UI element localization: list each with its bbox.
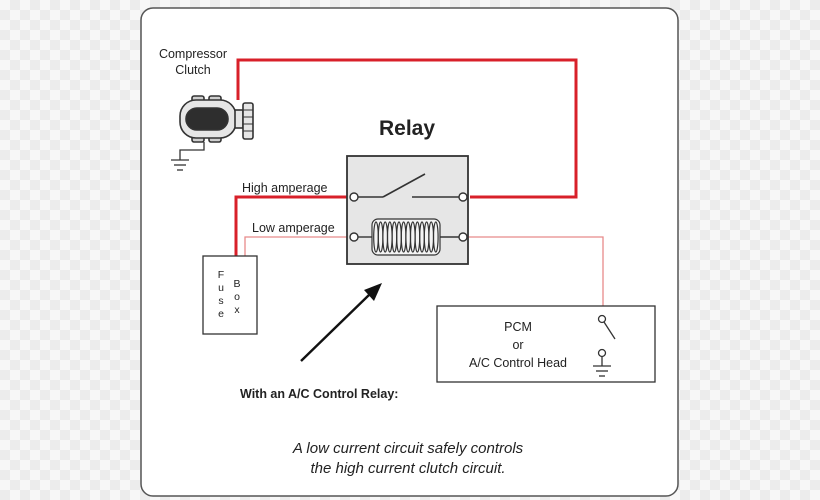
pcm-box (436, 305, 656, 383)
relay-title: Relay (379, 117, 435, 140)
clutch-feed-wire (236, 58, 578, 199)
compressor-clutch-icon (179, 95, 254, 143)
box-letter: B (233, 278, 240, 290)
fuse-letter: s (218, 295, 223, 307)
pcm-label-line3: A/C Control Head (469, 356, 567, 370)
high-amperage-label: High amperage (242, 181, 328, 195)
pcm-low-wire (468, 236, 604, 314)
terminal-top-left (349, 192, 359, 202)
fuse-box-box-letters: Box (233, 278, 240, 316)
relay-switch-icon (357, 173, 461, 198)
terminal-top-right (458, 192, 468, 202)
fuse-feed-wire (234, 195, 347, 256)
terminal-bottom-left (349, 232, 359, 242)
box-letter: o (234, 291, 240, 303)
fuse-letter: F (218, 269, 224, 281)
fuse-box (202, 255, 258, 335)
terminal-bottom-right (458, 232, 468, 242)
relay-terminals (349, 192, 468, 242)
pcm-label-line1: PCM (504, 320, 532, 334)
footer-line1: A low current circuit safely controls (292, 440, 524, 457)
high-current-wires (234, 58, 578, 256)
compressor-label-line2: Clutch (175, 63, 210, 77)
box-letter: x (234, 304, 240, 316)
relay-caption: With an A/C Control Relay: (240, 387, 398, 401)
relay-pointer-arrow-icon (300, 283, 382, 362)
fuse-letter: e (218, 308, 224, 320)
pcm-ground-icon (593, 357, 611, 377)
pcm-label-line2: or (512, 338, 523, 352)
clutch-ground-icon (171, 142, 205, 171)
relay-coil-icon (358, 218, 459, 256)
fuse-low-wire (244, 236, 347, 256)
coil-winding (432, 221, 439, 253)
low-current-wires (244, 236, 604, 314)
low-amperage-label: Low amperage (252, 221, 335, 235)
footer-line2: the high current clutch circuit. (310, 460, 505, 477)
compressor-label-line1: Compressor (159, 47, 227, 61)
pcm-switch-icon (597, 314, 616, 358)
fuse-letter: u (218, 282, 224, 294)
